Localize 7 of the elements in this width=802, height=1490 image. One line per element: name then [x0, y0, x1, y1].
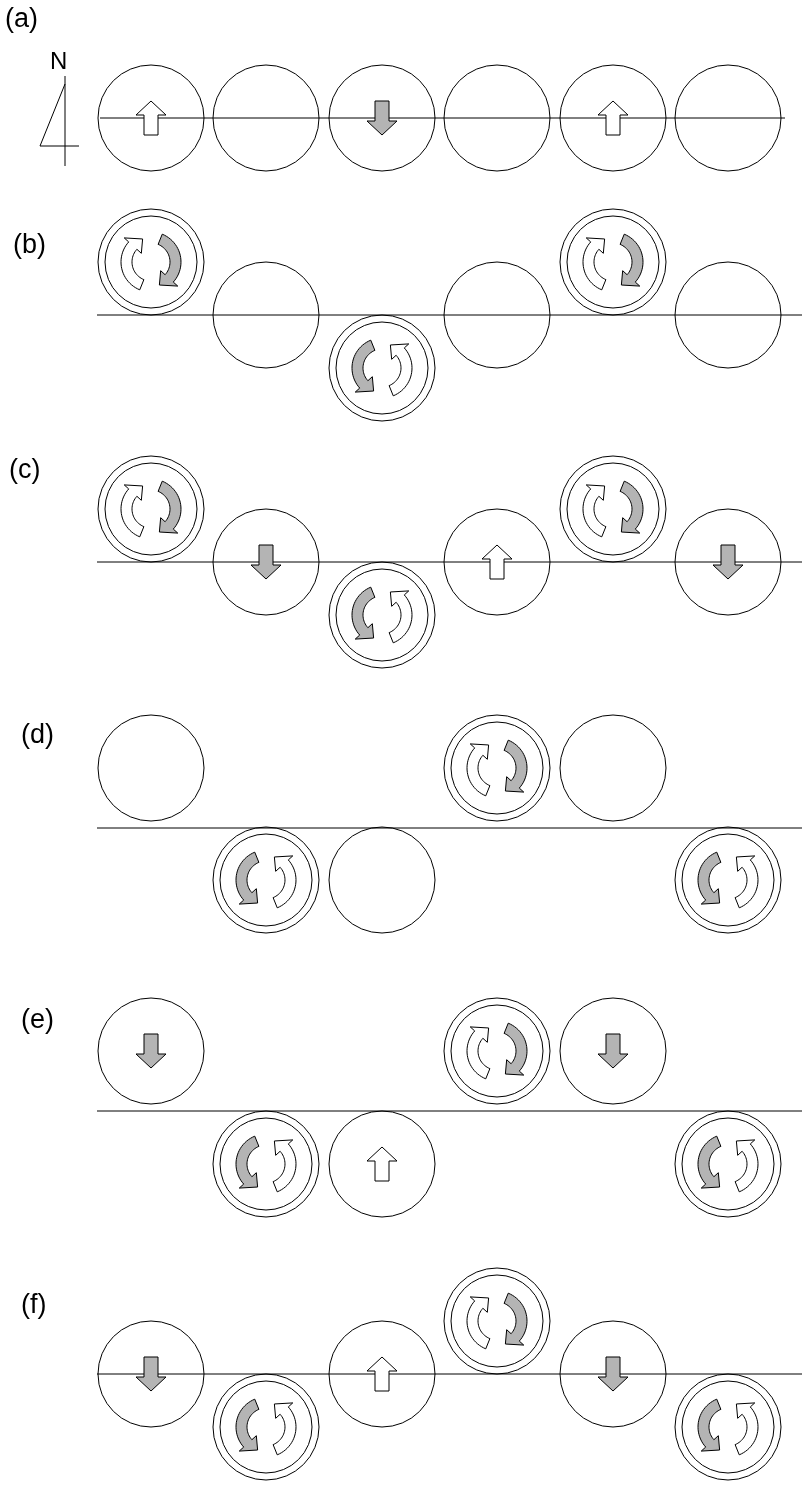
panel-label: (f) [21, 1289, 47, 1319]
north-label: N [50, 46, 68, 76]
panel-label: (b) [13, 229, 46, 259]
panel-label: (a) [5, 3, 38, 33]
panel-label: (d) [21, 719, 54, 749]
panel-label: (e) [21, 1004, 54, 1034]
panel-label: (c) [9, 454, 41, 484]
